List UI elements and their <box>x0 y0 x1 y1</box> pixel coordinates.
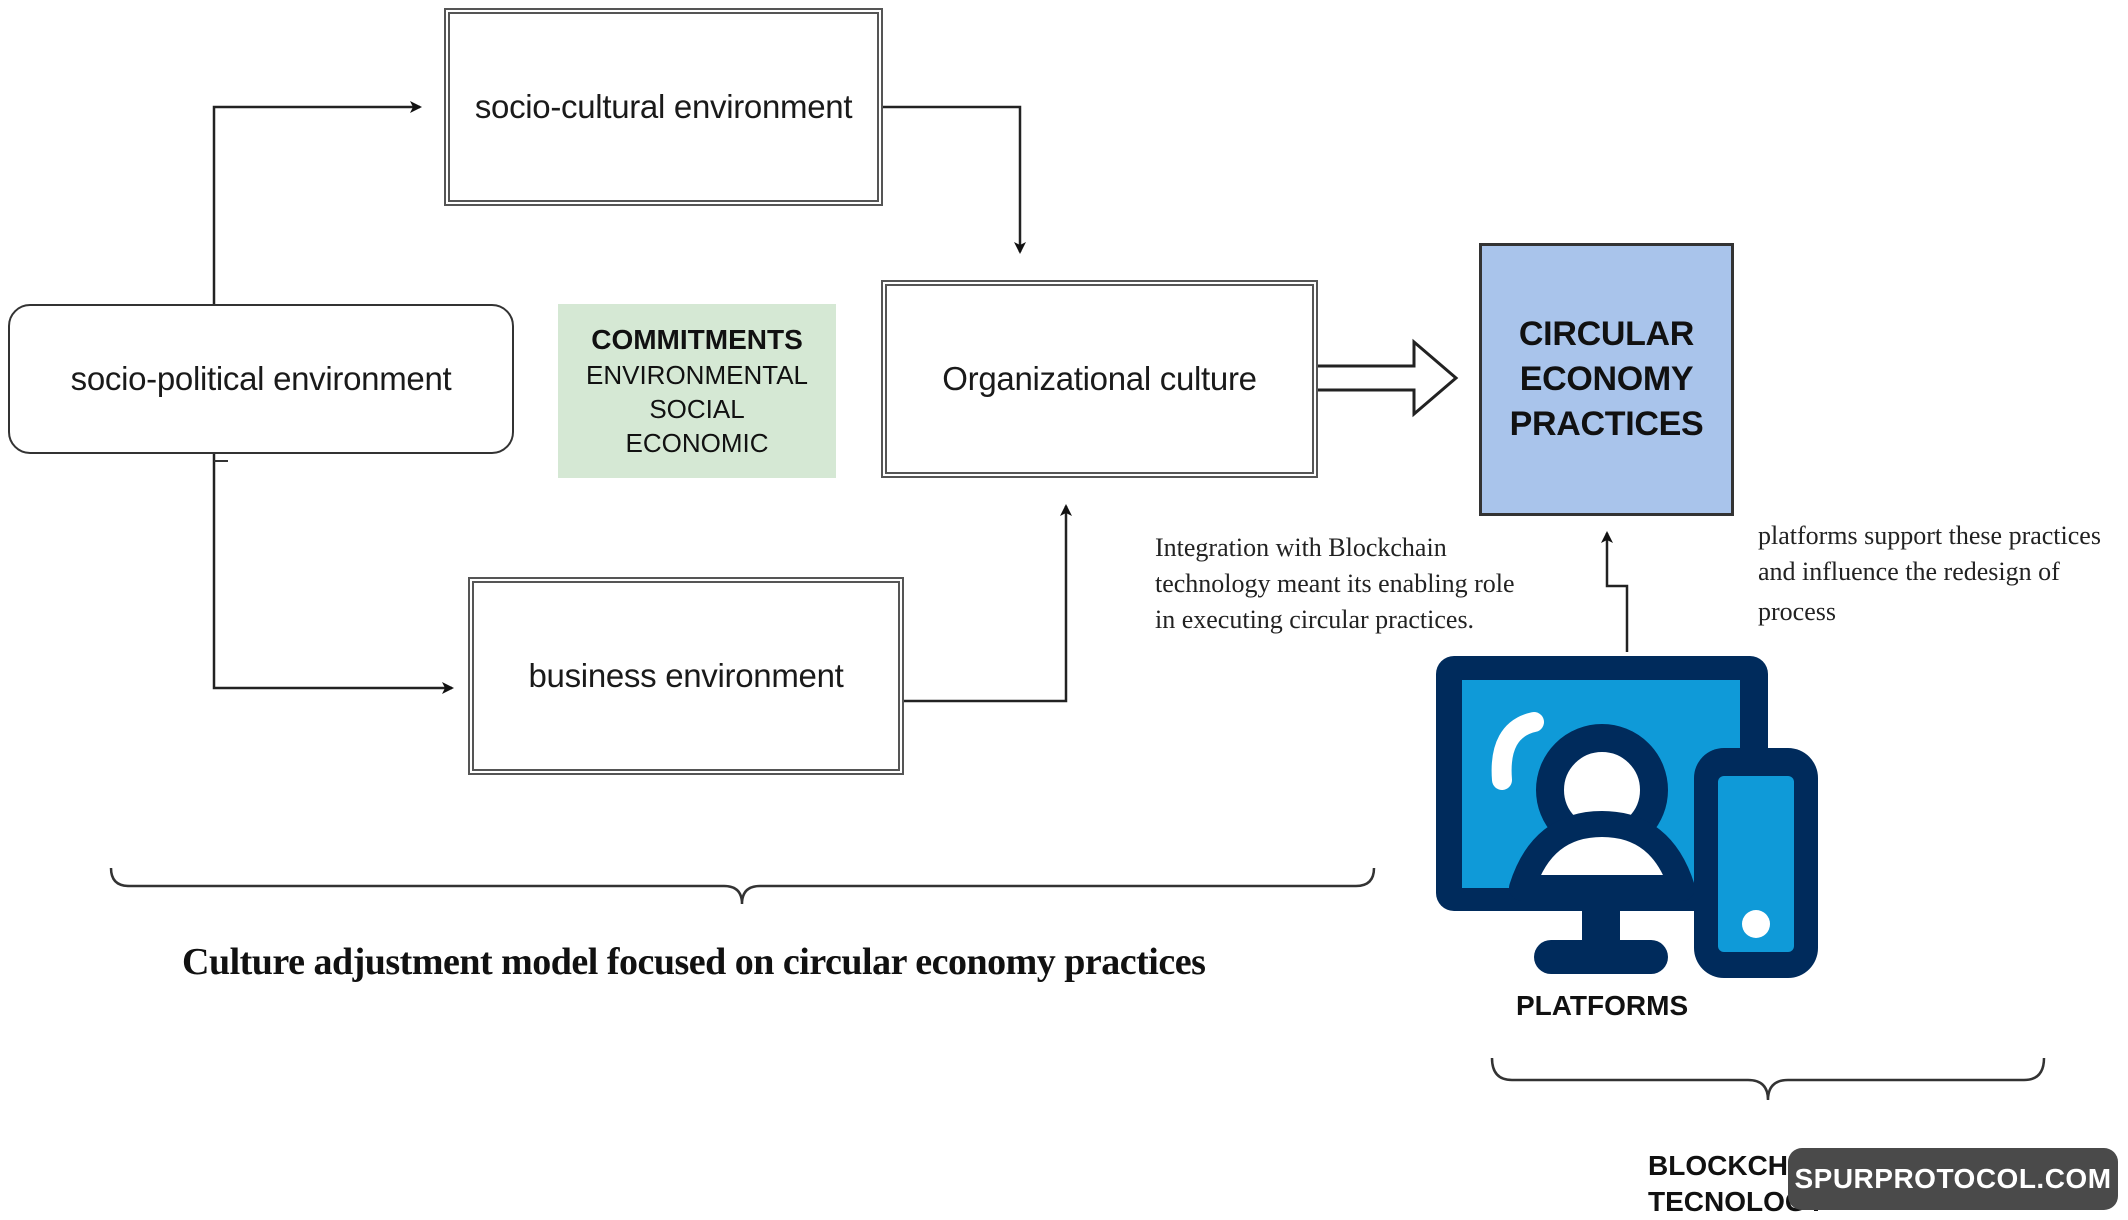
node-label: socio-cultural environment <box>474 88 853 125</box>
note-line: platforms support these practices <box>1758 521 2101 550</box>
ce-line: PRACTICES <box>1509 404 1704 443</box>
arrow-sociopolitical-to-sociocultural <box>212 101 422 304</box>
commitment-item: ECONOMIC <box>625 428 769 458</box>
brace-culture-model <box>109 867 1376 905</box>
node-label: Organizational culture <box>942 360 1257 397</box>
ce-line: CIRCULAR <box>1518 315 1695 354</box>
monitor-user-phone-icon <box>1436 656 1818 978</box>
arrow-sociocultural-to-org <box>883 105 1026 254</box>
node-circular-economy-practices: CIRCULAR ECONOMY PRACTICES <box>1479 243 1734 516</box>
note-blockchain-integration: Integration with Blockchain technology m… <box>1155 530 1575 638</box>
watermark-badge: SPURPROTOCOL.COM <box>1788 1148 2118 1210</box>
note-platforms-support: platforms support these practices and in… <box>1758 518 2128 630</box>
commitment-item: SOCIAL <box>649 394 745 424</box>
node-organizational-culture: Organizational culture <box>881 280 1318 478</box>
commitments-box: COMMITMENTS ENVIRONMENTAL SOCIAL ECONOMI… <box>558 304 836 478</box>
note-line: Integration with Blockchain <box>1155 533 1447 562</box>
note-line: and influence the redesign of <box>1758 557 2060 586</box>
arrow-sociopolitical-to-business <box>212 454 454 694</box>
model-caption: Culture adjustment model focused on circ… <box>182 941 1206 983</box>
note-line: in executing circular practices. <box>1155 605 1475 634</box>
ce-line: ECONOMY <box>1519 360 1694 399</box>
arrow-business-to-org <box>904 504 1072 703</box>
note-line: technology meant its enabling role <box>1155 569 1515 598</box>
node-socio-political-environment: socio-political environment <box>8 304 514 454</box>
node-socio-cultural-environment: socio-cultural environment <box>444 8 883 206</box>
commitment-item: ENVIRONMENTAL <box>586 360 808 390</box>
commitments-title: COMMITMENTS <box>591 324 803 355</box>
node-label: CIRCULAR ECONOMY PRACTICES <box>1510 312 1704 447</box>
node-label: business environment <box>528 657 844 694</box>
note-line: process <box>1758 597 1836 626</box>
node-business-environment: business environment <box>468 577 904 775</box>
block-arrow-org-to-ce <box>1318 338 1459 418</box>
platforms-label: PLATFORMS <box>1516 990 1689 1021</box>
brace-blockchain <box>1490 1057 2046 1101</box>
arrow-platforms-to-ce <box>1601 531 1629 652</box>
node-label: socio-political environment <box>70 360 452 397</box>
